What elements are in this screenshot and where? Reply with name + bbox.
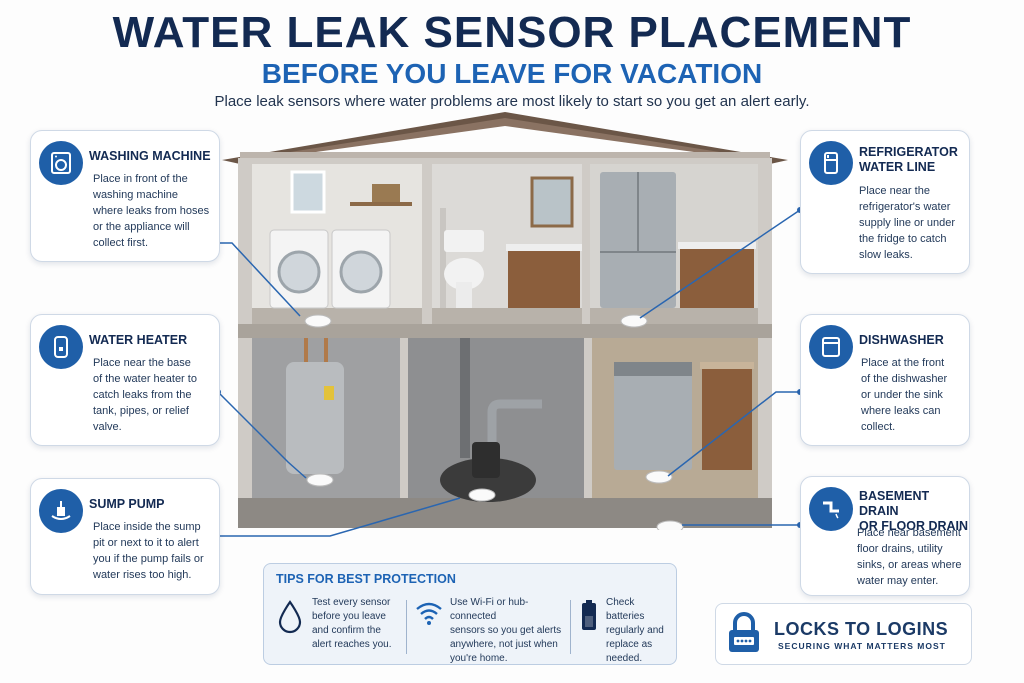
padlock-icon <box>729 612 759 652</box>
description-line: Place near basement <box>857 527 961 539</box>
card-dishwasher: DISHWASHER Place at the front of the dis… <box>800 314 970 446</box>
water-heater-icon <box>39 325 83 369</box>
description-line: of the dishwasher <box>861 373 948 385</box>
page-title: WATER LEAK SENSOR PLACEMENT <box>112 8 912 57</box>
tip-line: and confirm the <box>312 625 381 636</box>
tip-item: Use Wi-Fi or hub-connected sensors so yo… <box>414 596 574 664</box>
description-line: Place near the <box>859 185 930 197</box>
brand-name: LOCKS TO LOGINS <box>774 619 949 639</box>
card-water-heater: WATER HEATER Place near the base of the … <box>30 314 220 446</box>
card-description: Place at the front of the dishwasher or … <box>861 355 947 435</box>
tip-divider <box>406 600 407 654</box>
tip-text: Check batteries regularly and replace as… <box>606 596 674 666</box>
card-title: WASHING MACHINE <box>89 149 211 163</box>
description-line: slow leaks. <box>859 249 913 261</box>
tip-line: alert reaches you. <box>312 639 392 650</box>
tip-item: Check batteries regularly and replace as… <box>578 596 674 664</box>
card-description: Place near basement floor drains, utilit… <box>857 525 962 589</box>
tip-line: you're home. <box>450 653 508 664</box>
description-line: the fridge to catch <box>859 233 947 245</box>
card-title-line: BASEMENT DRAIN <box>859 489 930 518</box>
refrigerator-icon <box>809 141 853 185</box>
card-description: Place near the base of the water heater … <box>93 355 197 435</box>
description-line: refrigerator's water <box>859 201 951 213</box>
card-description: Place near the refrigerator's water supp… <box>859 183 955 263</box>
tips-heading: TIPS FOR BEST PROTECTION <box>276 572 456 586</box>
tips-panel: TIPS FOR BEST PROTECTION Test every sens… <box>263 563 677 665</box>
dishwasher-icon <box>809 325 853 369</box>
description-line: tank, pipes, or relief <box>93 405 189 417</box>
description-line: catch leaks from the <box>93 389 192 401</box>
card-title-line: OR FLOOR DRAIN <box>859 519 969 533</box>
tip-divider <box>570 600 571 654</box>
tip-line: needed. <box>606 653 643 664</box>
sump-pump-icon <box>39 489 83 533</box>
drain-pipe-icon <box>809 487 853 531</box>
card-sump-pump: SUMP PUMP Place inside the sump pit or n… <box>30 478 220 595</box>
card-title: DISHWASHER <box>859 333 944 347</box>
intro-text: Place leak sensors where water problems … <box>214 93 810 110</box>
description-line: or the appliance will <box>93 221 190 233</box>
description-line: collect first. <box>93 237 149 249</box>
description-line: collect. <box>861 421 896 433</box>
house-cutaway-illustration <box>222 112 788 530</box>
card-description: Place inside the sump pit or next to it … <box>93 519 204 583</box>
tip-text: Use Wi-Fi or hub-connected sensors so yo… <box>450 596 574 666</box>
card-basement-drain: BASEMENT DRAIN OR FLOOR DRAIN Place near… <box>800 476 970 596</box>
card-description: Place in front of the washing machine wh… <box>93 171 209 251</box>
description-line: Place inside the sump <box>93 521 201 533</box>
description-line: water rises too high. <box>93 569 192 581</box>
description-line: of the water heater to <box>93 373 197 385</box>
tip-line: Check batteries <box>606 597 645 622</box>
tip-line: Use Wi-Fi or hub-connected <box>450 597 529 622</box>
tip-line: regularly and <box>606 625 664 636</box>
description-line: or under the sink <box>861 389 943 401</box>
description-line: Place near the base <box>93 357 191 369</box>
description-line: floor drains, utility <box>857 543 943 555</box>
tip-item: Test every sensor before you leave and c… <box>276 596 406 656</box>
description-line: pit or next to it to alert <box>93 537 199 549</box>
card-title: SUMP PUMP <box>89 497 165 511</box>
description-line: Place in front of the <box>93 173 188 185</box>
brand-tagline: SECURING WHAT MATTERS MOST <box>778 641 946 651</box>
wifi-icon <box>416 602 442 625</box>
description-line: washing machine <box>93 189 178 201</box>
description-line: valve. <box>93 421 122 433</box>
description-line: Place at the front <box>861 357 945 369</box>
description-line: water may enter. <box>857 575 939 587</box>
battery-icon <box>582 600 596 630</box>
card-refrigerator: REFRIGERATOR WATER LINE Place near the r… <box>800 130 970 274</box>
card-title-line: REFRIGERATOR <box>859 145 958 159</box>
tip-line: replace as <box>606 639 653 650</box>
description-line: you if the pump fails or <box>93 553 204 565</box>
tip-line: sensors so you get alerts <box>450 625 562 636</box>
tip-line: before you leave <box>312 611 386 622</box>
card-title-line: WATER LINE <box>859 160 936 174</box>
page-subtitle: BEFORE YOU LEAVE FOR VACATION <box>261 58 763 89</box>
description-line: supply line or under <box>859 217 956 229</box>
card-title: BASEMENT DRAIN OR FLOOR DRAIN <box>859 489 969 534</box>
description-line: sinks, or areas where <box>857 559 962 571</box>
card-washing-machine: WASHING MACHINE Place in front of the wa… <box>30 130 220 262</box>
washing-machine-icon <box>39 141 83 185</box>
water-drop-icon <box>278 600 302 634</box>
brand-logo-box: LOCKS TO LOGINS SECURING WHAT MATTERS MO… <box>715 603 972 665</box>
card-title: REFRIGERATOR WATER LINE <box>859 145 958 175</box>
description-line: where leaks can <box>861 405 941 417</box>
card-title: WATER HEATER <box>89 333 188 347</box>
tip-text: Test every sensor before you leave and c… <box>312 596 392 652</box>
tip-line: anywhere, not just when <box>450 639 558 650</box>
tip-line: Test every sensor <box>312 597 391 608</box>
description-line: where leaks from hoses <box>93 205 210 217</box>
